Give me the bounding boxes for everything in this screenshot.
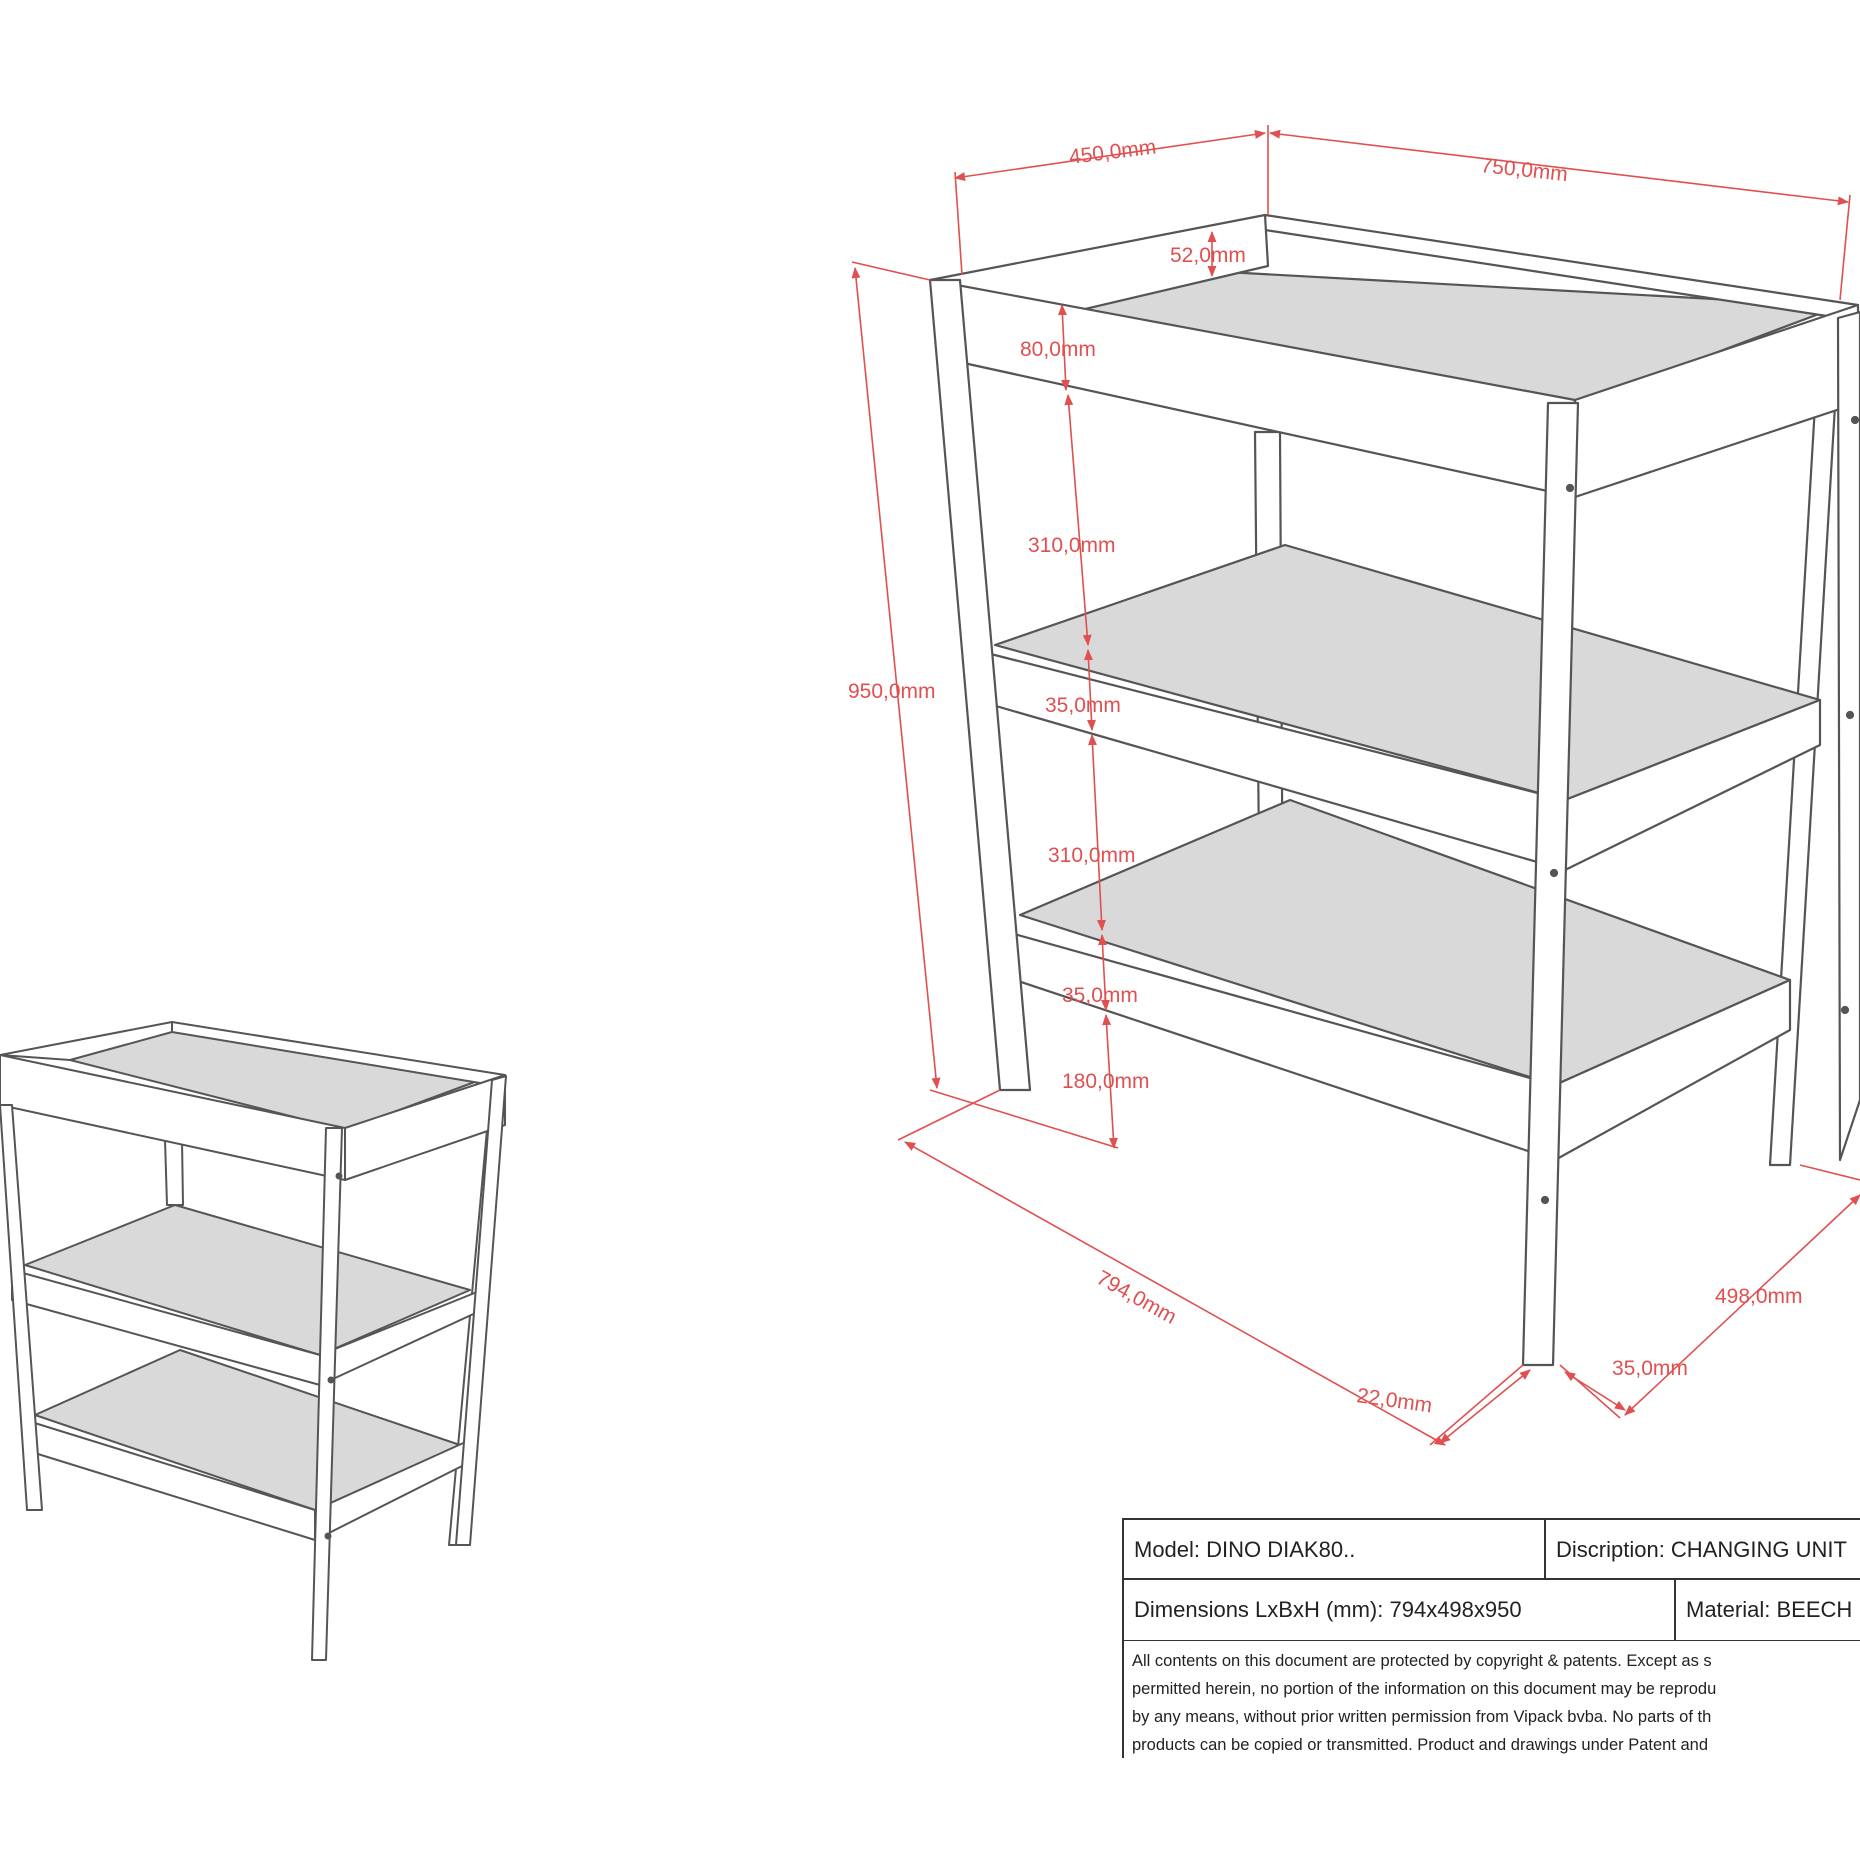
dim-top-depth: 450,0mm bbox=[1068, 135, 1158, 168]
dim-leg-width: 22,0mm bbox=[1355, 1384, 1433, 1417]
bolt bbox=[1845, 710, 1855, 720]
bolt bbox=[1549, 868, 1559, 878]
dim-shelf-thickness-2: 35,0mm bbox=[1062, 984, 1138, 1007]
dim-gap-lower: 310,0mm bbox=[1048, 844, 1136, 867]
bolt bbox=[324, 1532, 332, 1540]
notice-line: All contents on this document are protec… bbox=[1132, 1652, 1712, 1670]
right-post bbox=[455, 1075, 507, 1546]
copyright-notice: All contents on this document are protec… bbox=[1122, 1639, 1860, 1758]
large-unit-view bbox=[928, 213, 1860, 1367]
front-right-post bbox=[311, 1127, 343, 1661]
bolt bbox=[335, 1172, 343, 1180]
bolt bbox=[327, 1376, 335, 1384]
front-right-post bbox=[1521, 401, 1580, 1367]
notice-line: products can be copied or transmitted. P… bbox=[1132, 1736, 1709, 1754]
title-block: Model: DINO DIAK80.. Discription: CHANGI… bbox=[1122, 1518, 1860, 1758]
front-left-post bbox=[928, 278, 1032, 1092]
dimension-lines bbox=[851, 125, 1860, 1446]
right-post bbox=[1836, 310, 1860, 1162]
dim-foot-height: 180,0mm bbox=[1062, 1070, 1150, 1093]
middle-shelf-top bbox=[24, 1204, 471, 1356]
dim-rail-height: 52,0mm bbox=[1170, 244, 1246, 267]
tray-right-board bbox=[344, 1074, 506, 1181]
notice-line: permitted herein, no portion of the info… bbox=[1132, 1680, 1717, 1698]
dim-overall-length: 794,0mm bbox=[1093, 1266, 1181, 1329]
tray-left-rail bbox=[0, 1021, 173, 1061]
dim-top-band: 80,0mm bbox=[1020, 338, 1096, 361]
title-block-row-model: Model: DINO DIAK80.. Discription: CHANGI… bbox=[1122, 1518, 1860, 1580]
dim-top-width: 750,0mm bbox=[1479, 154, 1568, 186]
dimensions-field[interactable]: Dimensions LxBxH (mm): 794x498x950 bbox=[1124, 1580, 1676, 1640]
model-field[interactable]: Model: DINO DIAK80.. bbox=[1124, 1520, 1546, 1580]
description-field[interactable]: Discription: CHANGING UNIT bbox=[1556, 1537, 1847, 1562]
bolt bbox=[1840, 1005, 1850, 1015]
bolt bbox=[1850, 415, 1860, 425]
title-block-row-dimensions: Dimensions LxBxH (mm): 794x498x950 Mater… bbox=[1122, 1578, 1860, 1641]
back-left-post bbox=[164, 1139, 184, 1206]
bolt bbox=[1565, 483, 1575, 493]
dim-overall-depth: 498,0mm bbox=[1715, 1285, 1803, 1308]
dim-shelf-thickness-1: 35,0mm bbox=[1045, 694, 1121, 717]
front-left-post bbox=[0, 1104, 43, 1511]
small-unit-view bbox=[0, 1021, 507, 1661]
dim-gap-upper: 310,0mm bbox=[1028, 534, 1116, 557]
dim-total-height: 950,0mm bbox=[848, 680, 936, 703]
material-field[interactable]: Material: BEECH bbox=[1686, 1597, 1853, 1622]
dim-leg-depth: 35,0mm bbox=[1612, 1357, 1688, 1380]
notice-line: by any means, without prior written perm… bbox=[1132, 1708, 1712, 1726]
bolt bbox=[1540, 1195, 1550, 1205]
